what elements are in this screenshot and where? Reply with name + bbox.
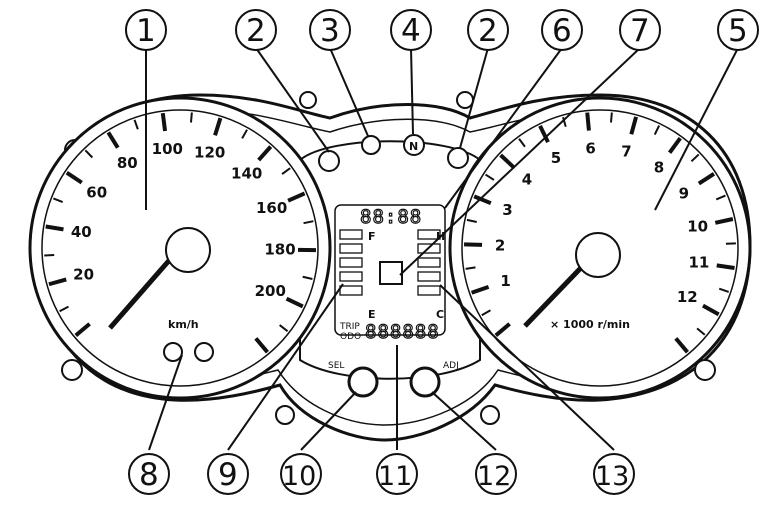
mount-lug <box>276 406 294 424</box>
speedometer-label: 160 <box>256 199 287 217</box>
callout-3: 3 <box>310 10 350 50</box>
callout-7: 7 <box>620 10 660 50</box>
fuel-full-label: F <box>368 230 376 243</box>
callout-2-right: 2 <box>468 10 508 50</box>
callout-2-left: 2 <box>236 10 276 50</box>
tachometer-label: 6 <box>585 139 595 157</box>
lcd-clock: 88:88 <box>360 206 422 228</box>
speedometer-label: 200 <box>255 282 286 300</box>
temp-cold-label: C <box>436 308 444 321</box>
speed-sensor-icon <box>195 343 213 361</box>
tachometer-label: 3 <box>502 201 512 219</box>
tachometer-label: 4 <box>522 171 532 189</box>
fuel-empty-label: E <box>368 308 376 321</box>
callout-11: 11 <box>377 454 417 494</box>
speedometer-label: 20 <box>73 266 94 284</box>
tachometer-label: 1 <box>500 272 510 290</box>
tachometer-tick <box>611 113 612 123</box>
svg-text:12: 12 <box>477 461 511 492</box>
callout-8: 8 <box>129 454 169 494</box>
svg-text:9: 9 <box>218 457 238 493</box>
engine-warning-icon <box>164 343 182 361</box>
speedometer-hub <box>166 228 210 272</box>
speedometer-tick <box>44 255 54 256</box>
speedometer-label: 80 <box>117 154 138 172</box>
mount-lug <box>300 92 316 108</box>
svg-text:2: 2 <box>246 13 266 49</box>
speedometer-tick <box>163 113 165 131</box>
odo-label: ODO <box>340 332 361 342</box>
tachometer-label: 10 <box>687 218 708 236</box>
svg-text:3: 3 <box>320 13 340 49</box>
speedometer-label: 120 <box>194 144 225 162</box>
callout-10: 10 <box>281 454 321 494</box>
tachometer-tick <box>717 265 735 268</box>
svg-text:4: 4 <box>401 13 421 49</box>
callout-4: 4 <box>391 10 431 50</box>
svg-text:6: 6 <box>552 13 572 49</box>
select-button[interactable] <box>349 368 377 396</box>
adjust-button[interactable] <box>411 368 439 396</box>
neutral-indicator-label: N <box>409 140 418 153</box>
speedometer: 20 40 60 80 100 120 140 160 180 200 km/h <box>30 98 330 398</box>
turn-left-indicator-icon <box>319 151 339 171</box>
speedometer-label: 140 <box>231 164 262 182</box>
mount-lug <box>457 92 473 108</box>
callout-1: 1 <box>126 10 166 50</box>
callout-9: 9 <box>208 454 248 494</box>
tachometer-label: 9 <box>679 184 689 202</box>
svg-text:7: 7 <box>630 13 650 49</box>
rpm-unit-label: × 1000 r/min <box>550 318 630 331</box>
mount-lug <box>62 360 82 380</box>
svg-text:8: 8 <box>139 457 159 493</box>
callout-13: 13 <box>594 454 634 494</box>
svg-text:13: 13 <box>595 461 629 492</box>
tachometer-label: 12 <box>677 288 698 306</box>
trip-label: TRIP <box>339 322 360 332</box>
speedometer-tick <box>191 113 192 123</box>
tachometer-label: 8 <box>654 158 664 176</box>
high-beam-indicator-icon <box>362 136 380 154</box>
speedometer-label: 100 <box>152 140 183 158</box>
callout-12: 12 <box>476 454 516 494</box>
tachometer-label: 7 <box>621 143 631 161</box>
speedometer-label: 40 <box>71 223 92 241</box>
adjust-button-label: ADJ <box>443 361 459 371</box>
mount-lug <box>481 406 499 424</box>
select-button-label: SEL <box>328 361 344 371</box>
svg-text:1: 1 <box>136 13 156 49</box>
callout-5: 5 <box>718 10 758 50</box>
tachometer-hub <box>576 233 620 277</box>
lcd-odometer: 888888 <box>365 321 440 343</box>
tachometer-tick <box>587 113 589 131</box>
turn-right-indicator-icon <box>448 148 468 168</box>
speed-unit-label: km/h <box>168 318 199 331</box>
svg-text:2: 2 <box>478 13 498 49</box>
svg-text:5: 5 <box>728 13 748 49</box>
tachometer-label: 2 <box>495 236 505 254</box>
oil-warning-icon <box>380 262 402 284</box>
svg-text:10: 10 <box>282 461 316 492</box>
speedometer-label: 180 <box>264 241 295 259</box>
speedometer-label: 60 <box>86 184 107 202</box>
tachometer-label: 11 <box>688 254 709 272</box>
callout-6: 6 <box>542 10 582 50</box>
svg-text:11: 11 <box>378 461 412 492</box>
tachometer-label: 5 <box>551 149 561 167</box>
speedometer-tick <box>46 227 64 230</box>
